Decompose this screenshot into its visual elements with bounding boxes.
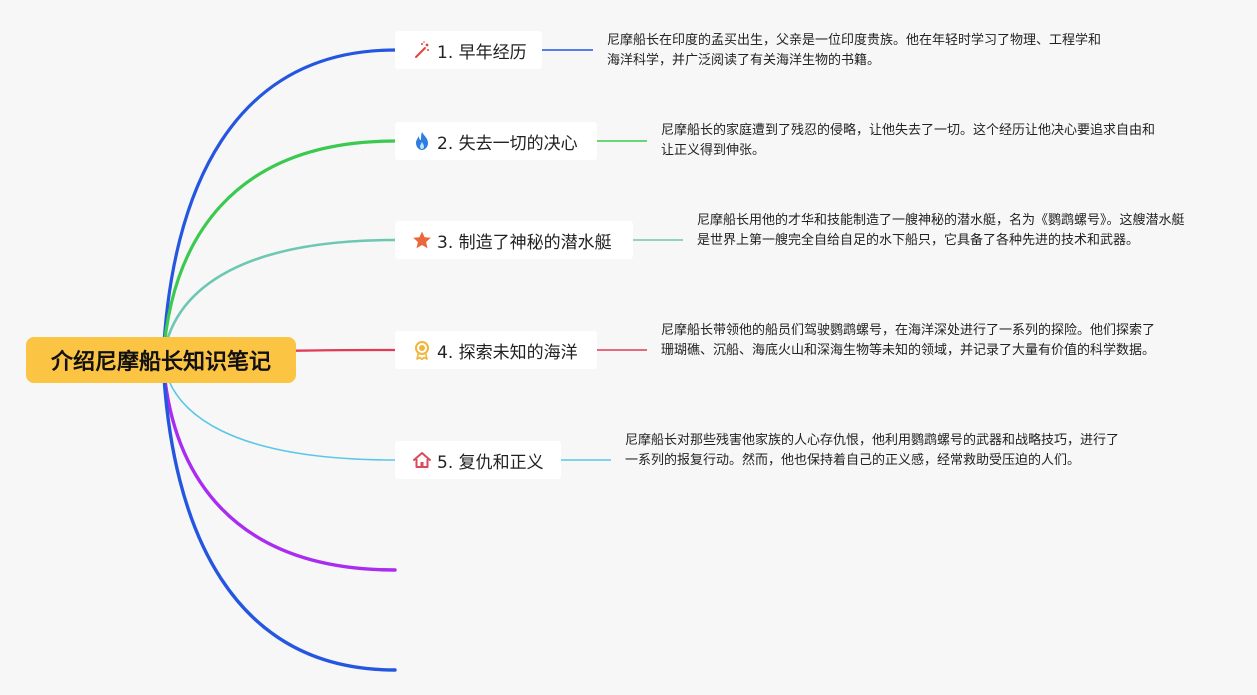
home-icon [411, 449, 433, 471]
branch-note-4: 尼摩船长带领他的船员们驾驶鹦鹉螺号，在海洋深处进行了一系列的探险。他们探索了珊瑚… [661, 323, 1156, 358]
branch-topic-label: 1. 早年经历 [437, 42, 527, 63]
magic-wand-icon [411, 39, 433, 61]
branch-note-2: 尼摩船长的家庭遭到了残忍的侵略，让他失去了一切。这个经历让他决心要追求自由和让正… [661, 123, 1156, 158]
branch-note-3: 尼摩船长用他的才华和技能制造了一艘神秘的潜水艇，名为《鹦鹉螺号》。这艘潜水艇是世… [697, 213, 1185, 248]
empty-branch-connector-1 [161, 358, 397, 572]
award-medal-icon [411, 339, 433, 361]
branch-connector-3 [161, 238, 397, 362]
branch-topic-label: 3. 制造了神秘的潜水艇 [437, 232, 612, 253]
branch-topic-label: 5. 复仇和正义 [437, 452, 544, 473]
branch-connector-1 [161, 48, 397, 362]
flame-icon [411, 130, 433, 152]
branch-topic-label: 4. 探索未知的海洋 [437, 342, 578, 363]
branch-topic-label: 2. 失去一切的决心 [437, 133, 578, 154]
root-topic-label: 介绍尼摩船长知识笔记 [50, 350, 271, 375]
branch-topic-2[interactable]: 2. 失去一切的决心 [395, 122, 597, 160]
empty-branch-connector-2 [161, 358, 397, 672]
branch-topic-4[interactable]: 4. 探索未知的海洋 [395, 331, 597, 369]
branch-connector-2 [161, 139, 397, 362]
branch-topic-1[interactable]: 1. 早年经历 [395, 31, 542, 69]
branch-topic-5[interactable]: 5. 复仇和正义 [395, 441, 561, 479]
branch-note-1: 尼摩船长在印度的孟买出生，父亲是一位印度贵族。他在年轻时学习了物理、工程学和海洋… [607, 33, 1102, 68]
root-topic[interactable]: 介绍尼摩船长知识笔记 [26, 337, 296, 383]
branch-topic-3[interactable]: 3. 制造了神秘的潜水艇 [395, 221, 633, 259]
star-icon [411, 229, 433, 251]
branch-note-5: 尼摩船长对那些残害他家族的人心存仇恨，他利用鹦鹉螺号的武器和战略技巧，进行了一系… [625, 433, 1120, 468]
